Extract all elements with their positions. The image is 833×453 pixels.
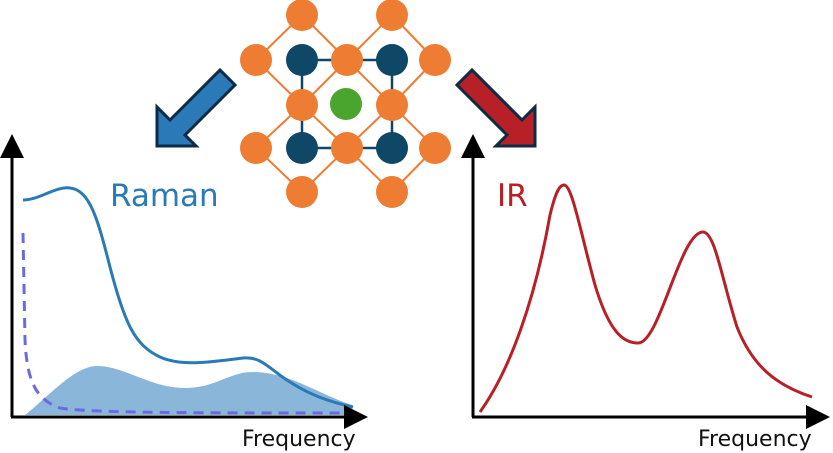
- orange-atom: [331, 132, 363, 164]
- ir-plot: IR Frequency: [461, 134, 830, 452]
- orange-atom: [331, 44, 363, 76]
- raman-plot: Raman Frequency: [0, 134, 368, 452]
- orange-atom: [419, 44, 451, 76]
- orange-atom: [286, 89, 318, 121]
- orange-atom: [376, 0, 408, 31]
- orange-atom: [419, 132, 451, 164]
- center-green-atom: [330, 88, 362, 120]
- red-arrow-icon: [454, 67, 537, 148]
- dark-blue-atom: [286, 132, 318, 164]
- raman-filled-component: [25, 366, 352, 415]
- ir-x-axis-label: Frequency: [698, 427, 812, 452]
- crystal-structure: [240, 0, 451, 208]
- orange-atom: [376, 89, 408, 121]
- orange-atom: [286, 176, 318, 208]
- orange-atom: [240, 132, 272, 164]
- blue-arrow-icon: [155, 67, 238, 148]
- dark-blue-atom: [286, 44, 318, 76]
- atoms: [240, 0, 451, 208]
- orange-atom: [286, 0, 318, 31]
- raman-curve: [22, 186, 354, 409]
- orange-atom: [240, 44, 272, 76]
- orange-atom: [376, 176, 408, 208]
- dark-blue-atom: [376, 44, 408, 76]
- raman-x-axis-label: Frequency: [242, 427, 356, 452]
- raman-dashed-background: [21, 232, 353, 415]
- dark-blue-atom: [376, 132, 408, 164]
- raman-label: Raman: [110, 178, 219, 214]
- ir-label: IR: [497, 178, 528, 214]
- ir-curve: [478, 183, 813, 413]
